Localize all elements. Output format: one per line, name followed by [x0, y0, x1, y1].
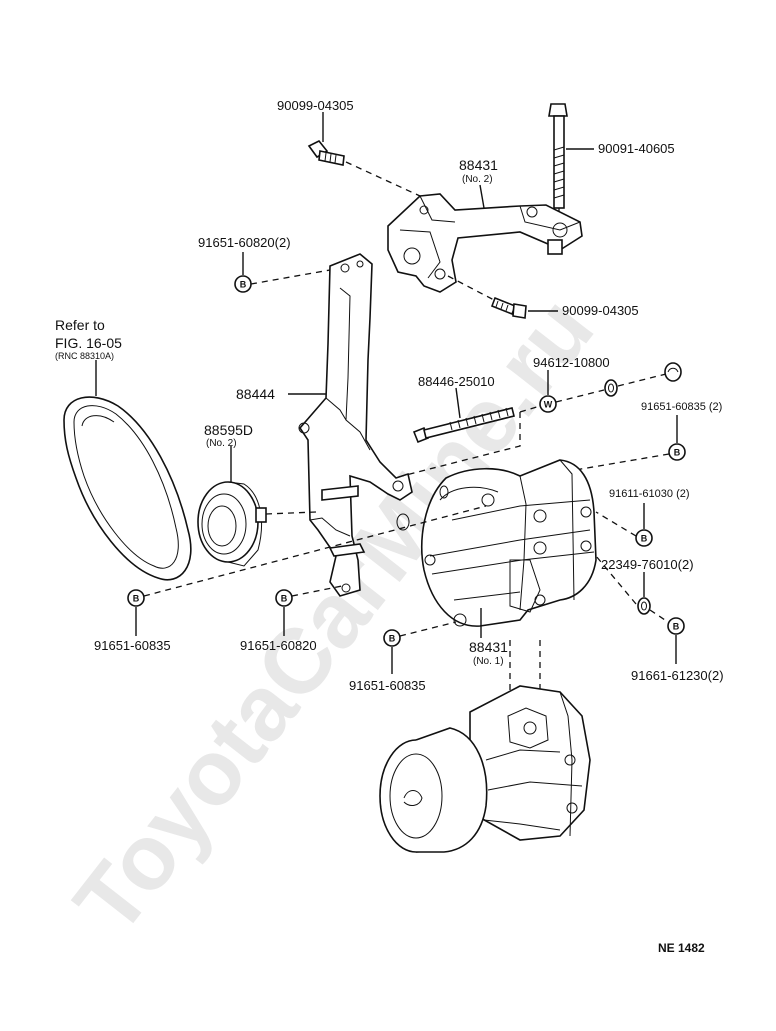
- nut-badge-top-left-icon: B: [234, 275, 252, 293]
- dash-bolt-lower: [447, 275, 495, 301]
- bracket-no1-icon: [421, 459, 597, 627]
- svg-text:B: B: [240, 280, 247, 290]
- leader-bracket-no2: [479, 184, 485, 209]
- nut-badge-bottom-mid-icon: B: [275, 589, 293, 607]
- label-nut-bottom-left: 91651-60835: [94, 638, 171, 653]
- label-bracket-no1: 88431: [469, 639, 508, 655]
- svg-text:B: B: [281, 594, 288, 604]
- cap-nut-icon: [664, 362, 682, 382]
- label-washer: 94612-10800: [533, 355, 610, 370]
- ref-line1: Refer to: [55, 317, 105, 333]
- label-stud-bolt: 88446-25010: [418, 374, 495, 389]
- dash-nut-top-left: [250, 269, 331, 285]
- label-nut-bottom-center: 91651-60835: [349, 678, 426, 693]
- label-adjusting-bar: 88444: [236, 386, 275, 402]
- bolt-lower-icon: [490, 296, 527, 319]
- label-bolt-top: 90099-04305: [277, 98, 354, 113]
- stud-bolt-icon: [412, 407, 515, 444]
- label-idler-pulley-sub: (No. 2): [206, 438, 237, 449]
- label-bracket-no2-sub: (No. 2): [462, 174, 493, 185]
- bolt-top-icon: [307, 139, 345, 166]
- svg-text:B: B: [389, 634, 396, 644]
- sheet-code: NE 1482: [658, 941, 705, 955]
- dash-bolt-right: [595, 511, 637, 537]
- ref-line3: (RNC 88310A): [55, 351, 114, 361]
- washer-badge-icon: W: [539, 395, 557, 413]
- label-long-bolt: 90091-40605: [598, 141, 675, 156]
- dash-bolt-bottom-right: [649, 609, 669, 623]
- svg-text:B: B: [674, 448, 681, 458]
- bolt-badge-bottom-right-icon: B: [667, 617, 685, 635]
- label-bolt-right: 91611-61030 (2): [609, 488, 690, 500]
- dash-idler-pulley: [265, 511, 317, 515]
- nut-badge-bottom-center-icon: B: [383, 629, 401, 647]
- v-belt-icon: [63, 396, 192, 581]
- label-nut-right-top: 91651-60835 (2): [641, 401, 722, 413]
- svg-text:B: B: [641, 534, 648, 544]
- dash-washer-c: [617, 373, 667, 387]
- label-bolt-bottom-right: 91661-61230(2): [631, 668, 724, 683]
- adjusting-bar-icon: [298, 253, 413, 597]
- label-idler-pulley: 88595D: [204, 422, 253, 438]
- svg-text:W: W: [544, 400, 553, 410]
- label-bolt-lower: 90099-04305: [562, 303, 639, 318]
- leader-stud-bolt: [455, 387, 461, 419]
- dash-stud-bolt: [401, 412, 521, 477]
- dash-washer-b: [555, 389, 605, 403]
- bolt-badge-right-icon: B: [635, 529, 653, 547]
- dash-washer-a: [519, 405, 541, 413]
- idler-pulley-icon: [197, 481, 267, 567]
- dash-bolt-top: [345, 161, 421, 197]
- label-spacer: 22349-76010(2): [601, 557, 694, 572]
- ref-line2: FIG. 16-05: [55, 335, 122, 351]
- long-bolt-icon: [548, 103, 568, 209]
- dash-nut-bottom-mid: [291, 585, 343, 597]
- nut-badge-right-top-icon: B: [668, 443, 686, 461]
- label-bracket-no2: 88431: [459, 157, 498, 173]
- spacer-icon: [637, 597, 651, 615]
- compressor-icon: [379, 685, 591, 853]
- label-nut-bottom-mid: 91651-60820: [240, 638, 317, 653]
- label-bracket-no1-sub: (No. 1): [473, 656, 504, 667]
- dash-nut-bottom-center: [399, 621, 457, 637]
- svg-text:B: B: [673, 622, 680, 632]
- nut-badge-bottom-left-icon: B: [127, 589, 145, 607]
- dash-nut-bottom-left: [143, 505, 487, 597]
- spring-washer-icon: [604, 379, 618, 397]
- svg-text:B: B: [133, 594, 140, 604]
- label-nut-top-left: 91651-60820(2): [198, 235, 291, 250]
- bracket-no2-icon: [387, 193, 583, 293]
